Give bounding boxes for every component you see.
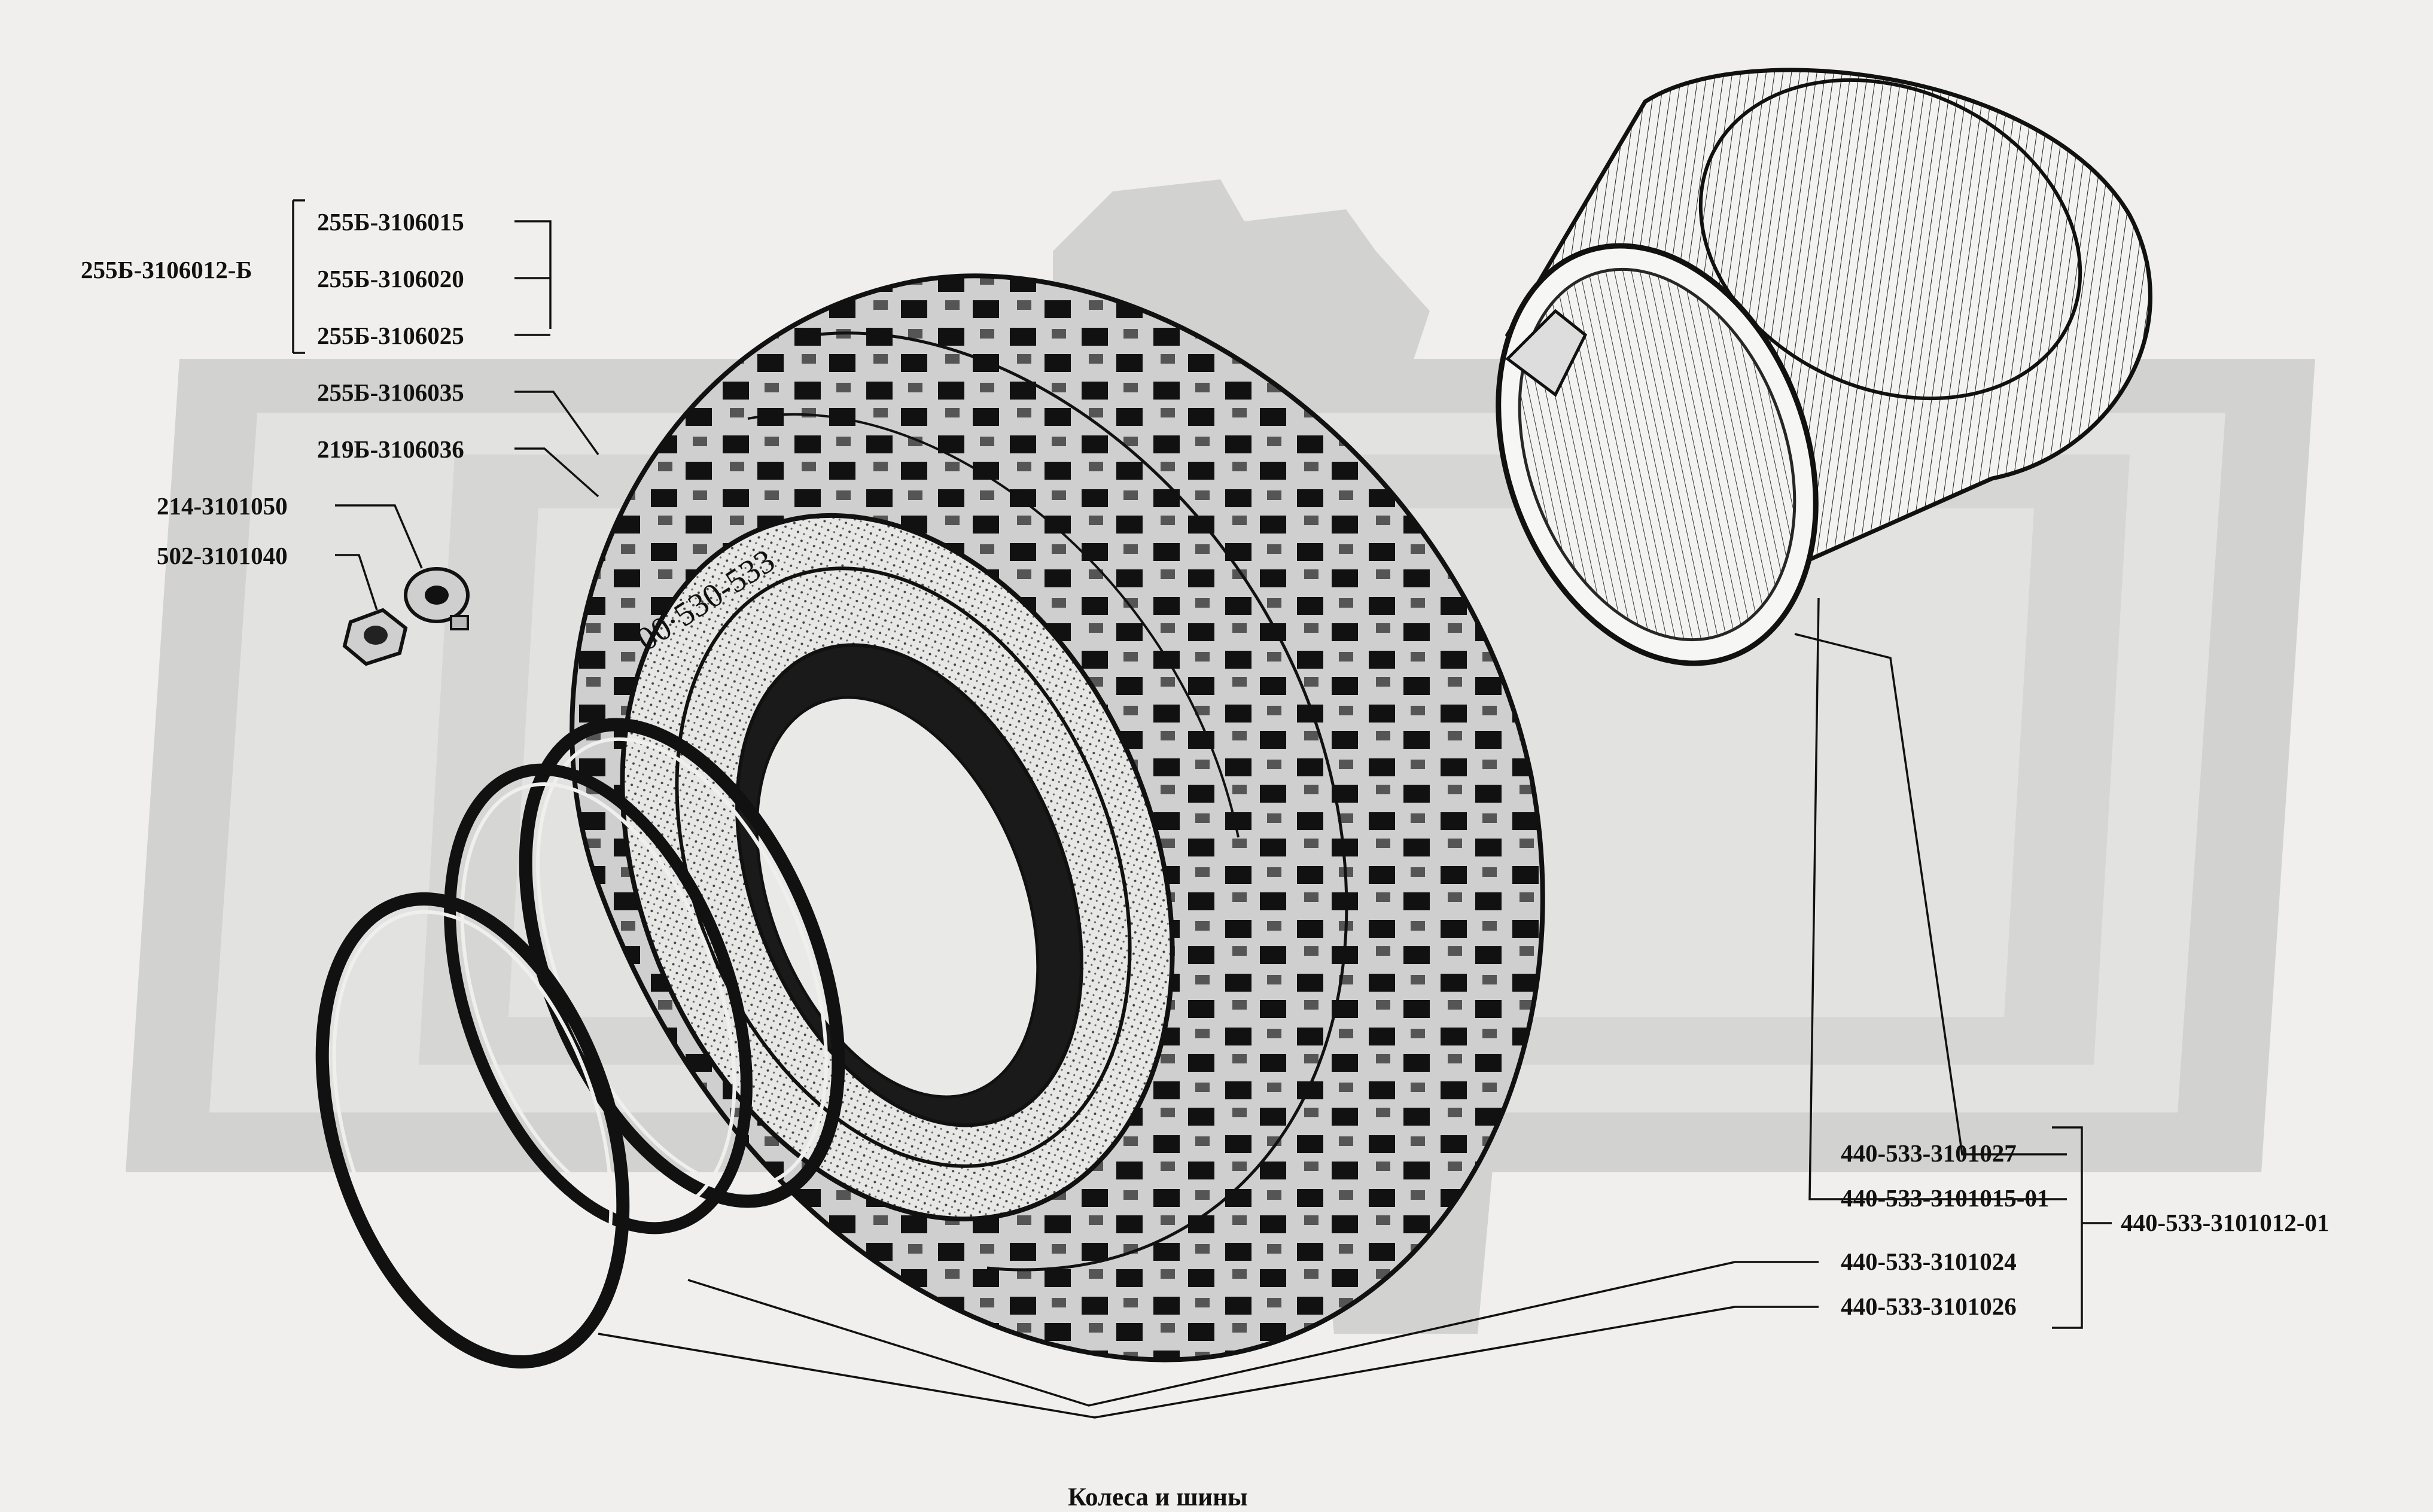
leader-lines — [292, 199, 2112, 1419]
label-valve: 219Б-3106036 — [317, 435, 464, 463]
label-lock-ring: 440-533-3101026 — [1841, 1292, 2017, 1320]
ring-outer — [315, 892, 630, 1369]
valve-nut — [404, 567, 470, 630]
wheel-nut — [342, 608, 408, 666]
label-wheel-nut: 502-3101040 — [157, 542, 288, 569]
ring-middle — [444, 763, 753, 1234]
tire: 00·530-533 — [570, 273, 1545, 1362]
label-valve-nut: 214-3101050 — [157, 492, 288, 520]
label-wheel-assembly: 440-533-3101012-01 — [2121, 1209, 2329, 1236]
label-tire-part-3: 255Б-3106025 — [317, 322, 464, 349]
label-rim-ring-small: 440-533-3101027 — [1841, 1139, 2017, 1167]
label-tire-assembly: 255Б-3106012-Б — [81, 256, 252, 284]
label-side-ring: 440-533-3101024 — [1841, 1248, 2017, 1275]
wheel-rim — [1496, 68, 2152, 666]
label-flap: 255Б-3106035 — [317, 379, 464, 406]
label-tire-part-2: 255Б-3106020 — [317, 265, 464, 292]
rim-rings — [315, 718, 845, 1369]
diagram-caption: Колеса и шины — [1068, 1483, 1248, 1511]
label-tire-part-1: 255Б-3106015 — [317, 208, 464, 236]
label-rim-body: 440-533-3101015-01 — [1841, 1184, 2049, 1212]
